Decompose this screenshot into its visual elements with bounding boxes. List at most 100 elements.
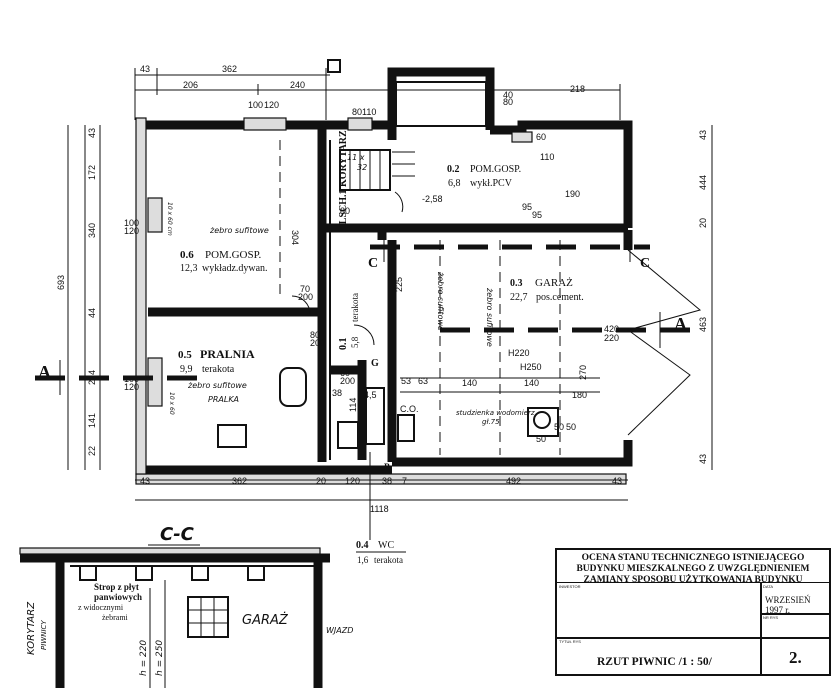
dim-50: 50: [536, 434, 546, 444]
dim-95b: 95: [532, 210, 542, 220]
dim-50c: 50: [566, 422, 576, 432]
dim-50b: 50: [554, 422, 564, 432]
door-dim-70: 70: [300, 284, 310, 294]
label-nr-rys: NR RYS: [763, 615, 779, 620]
rib-note-2: żebro sufitowe: [187, 381, 247, 390]
dim-window-40: 40: [503, 90, 513, 100]
dim-180: 180: [572, 390, 587, 400]
dim-window-80: 80: [352, 107, 362, 117]
room-05-number: 0.5: [178, 349, 192, 361]
marker-b: B: [384, 462, 390, 472]
room-03-number: 0.3: [510, 278, 523, 289]
door-dim-60: 60: [340, 368, 350, 378]
cc-h220: h = 220: [139, 640, 149, 676]
dim-140: 140: [462, 378, 477, 388]
washing-machine-label: PRALKA: [208, 395, 239, 404]
cc-h250: h = 250: [155, 640, 165, 676]
dim-right-463: 463: [698, 317, 708, 332]
door-dim-200b: 200: [310, 338, 325, 348]
cc-strop-4: żebrami: [102, 613, 129, 622]
dim-left-141: 141: [87, 413, 97, 428]
dim-window-80b: 80: [503, 97, 513, 107]
room-06-number: 0.6: [180, 249, 194, 261]
room-04-number: 0.4: [356, 540, 369, 551]
room-02-name: POM.GOSP.: [470, 164, 521, 175]
dim-right-444: 444: [698, 175, 708, 190]
room-06-name: POM.GOSP.: [205, 249, 261, 261]
dim-right-43: 43: [698, 130, 708, 140]
dim-top-206: 206: [183, 80, 198, 90]
dim-bottom-362: 362: [232, 476, 247, 486]
window-note-1: 10 x 60 cm: [166, 202, 173, 236]
dim-270: 270: [578, 365, 588, 380]
dim-95: 95: [522, 202, 532, 212]
wc-small-dim: 4,5: [364, 390, 377, 400]
chimney-marker: [327, 59, 341, 73]
dim-190: 190: [565, 189, 580, 199]
title-heading: OCENA STANU TECHNICZNEGO ISTNIEJĄCEGO BU…: [557, 550, 829, 585]
stairs-depth: 32: [357, 163, 367, 172]
dim-bottom-38: 38: [382, 476, 392, 486]
room-01-number: 0.1: [338, 338, 349, 351]
cc-strop-3: z widocznymi: [78, 603, 124, 612]
room-05-floor: terakota: [202, 364, 235, 375]
title-block: OCENA STANU TECHNICZNEGO ISTNIEJĄCEGO BU…: [555, 548, 831, 676]
room-04-floor: terakota: [374, 555, 403, 565]
label-data: DATA: [763, 584, 774, 589]
dim-top-362: 362: [222, 64, 237, 74]
room-02-number: 0.2: [447, 164, 460, 175]
cc-strop-2: panwiowych: [94, 592, 142, 602]
dim-bottom-7: 7: [402, 476, 407, 486]
room-05-name: PRALNIA: [200, 347, 255, 361]
label-inwestor: INWESTOR: [559, 584, 581, 589]
dim-53: 53: [401, 376, 411, 386]
dim-114: 114: [348, 398, 358, 412]
dim-top-43: 43: [140, 64, 150, 74]
rib-note-4: żebro sufitowe: [485, 287, 494, 347]
dim-bottom-20: 20: [316, 476, 326, 486]
cc-piwnicy: PIWNICY: [40, 620, 48, 650]
dim-bottom-492: 492: [506, 476, 521, 486]
room-02-floor: wykł.PCV: [470, 178, 513, 189]
cc-garaz: GARAŻ: [242, 612, 289, 628]
room-01-name: KLSCH.1 KORYTARZ: [338, 130, 349, 232]
dim-left-340: 340: [87, 223, 97, 238]
rib-note-1: żebro sufitowe: [209, 226, 269, 235]
door-dim-200c: 200: [340, 376, 355, 386]
cc-korytarz: KORYTARZ: [26, 601, 37, 655]
room-05-area: 9,9: [180, 364, 193, 375]
room-01-area: 5,8: [350, 336, 360, 348]
gas-marker: G: [371, 358, 379, 369]
section-c-left: C: [368, 256, 378, 271]
drawing-date: WRZESIEŃ 1997 r.: [765, 595, 811, 615]
stairs-count: 11 x: [347, 153, 365, 162]
dim-window-110b: 110: [540, 152, 554, 162]
cc-strop-1: Strop z płyt: [94, 582, 139, 592]
dim-304: 304: [290, 230, 300, 245]
dim-38: 38: [332, 388, 342, 398]
room-03-floor: pos.cement.: [536, 292, 584, 303]
room-06-floor: wykładz.dywan.: [202, 263, 268, 274]
dim-window-left-100: 100: [124, 218, 139, 228]
level-mark: -2,58: [422, 194, 443, 204]
dim-left-693: 693: [56, 275, 66, 290]
room-06-area: 12,3: [180, 263, 198, 274]
dim-left-172: 172: [87, 165, 97, 180]
room-02-area: 6,8: [448, 178, 461, 189]
drawing-title: RZUT PIWNIC /1 : 50/: [597, 656, 712, 668]
dim-window-110: 110: [362, 107, 376, 117]
door-dim-80: 80: [310, 330, 320, 340]
dim-225: 225: [394, 277, 404, 292]
room-04-name: WC: [378, 540, 394, 551]
dim-bottom-43: 43: [140, 476, 150, 486]
water-meter-depth: gł.75: [482, 418, 500, 426]
room-03-name: GARAŻ: [535, 277, 573, 289]
section-cc-title: C-C: [160, 524, 195, 545]
cc-wjazd: WJAZD: [326, 626, 353, 635]
dim-top-218: 218: [570, 84, 585, 94]
water-meter-well: studzienka wodomierz: [456, 409, 535, 417]
dim-window-left-120b: 120: [124, 382, 139, 392]
window-note-2: 10 x 60: [168, 392, 175, 415]
h220-mark: H220: [508, 348, 530, 358]
